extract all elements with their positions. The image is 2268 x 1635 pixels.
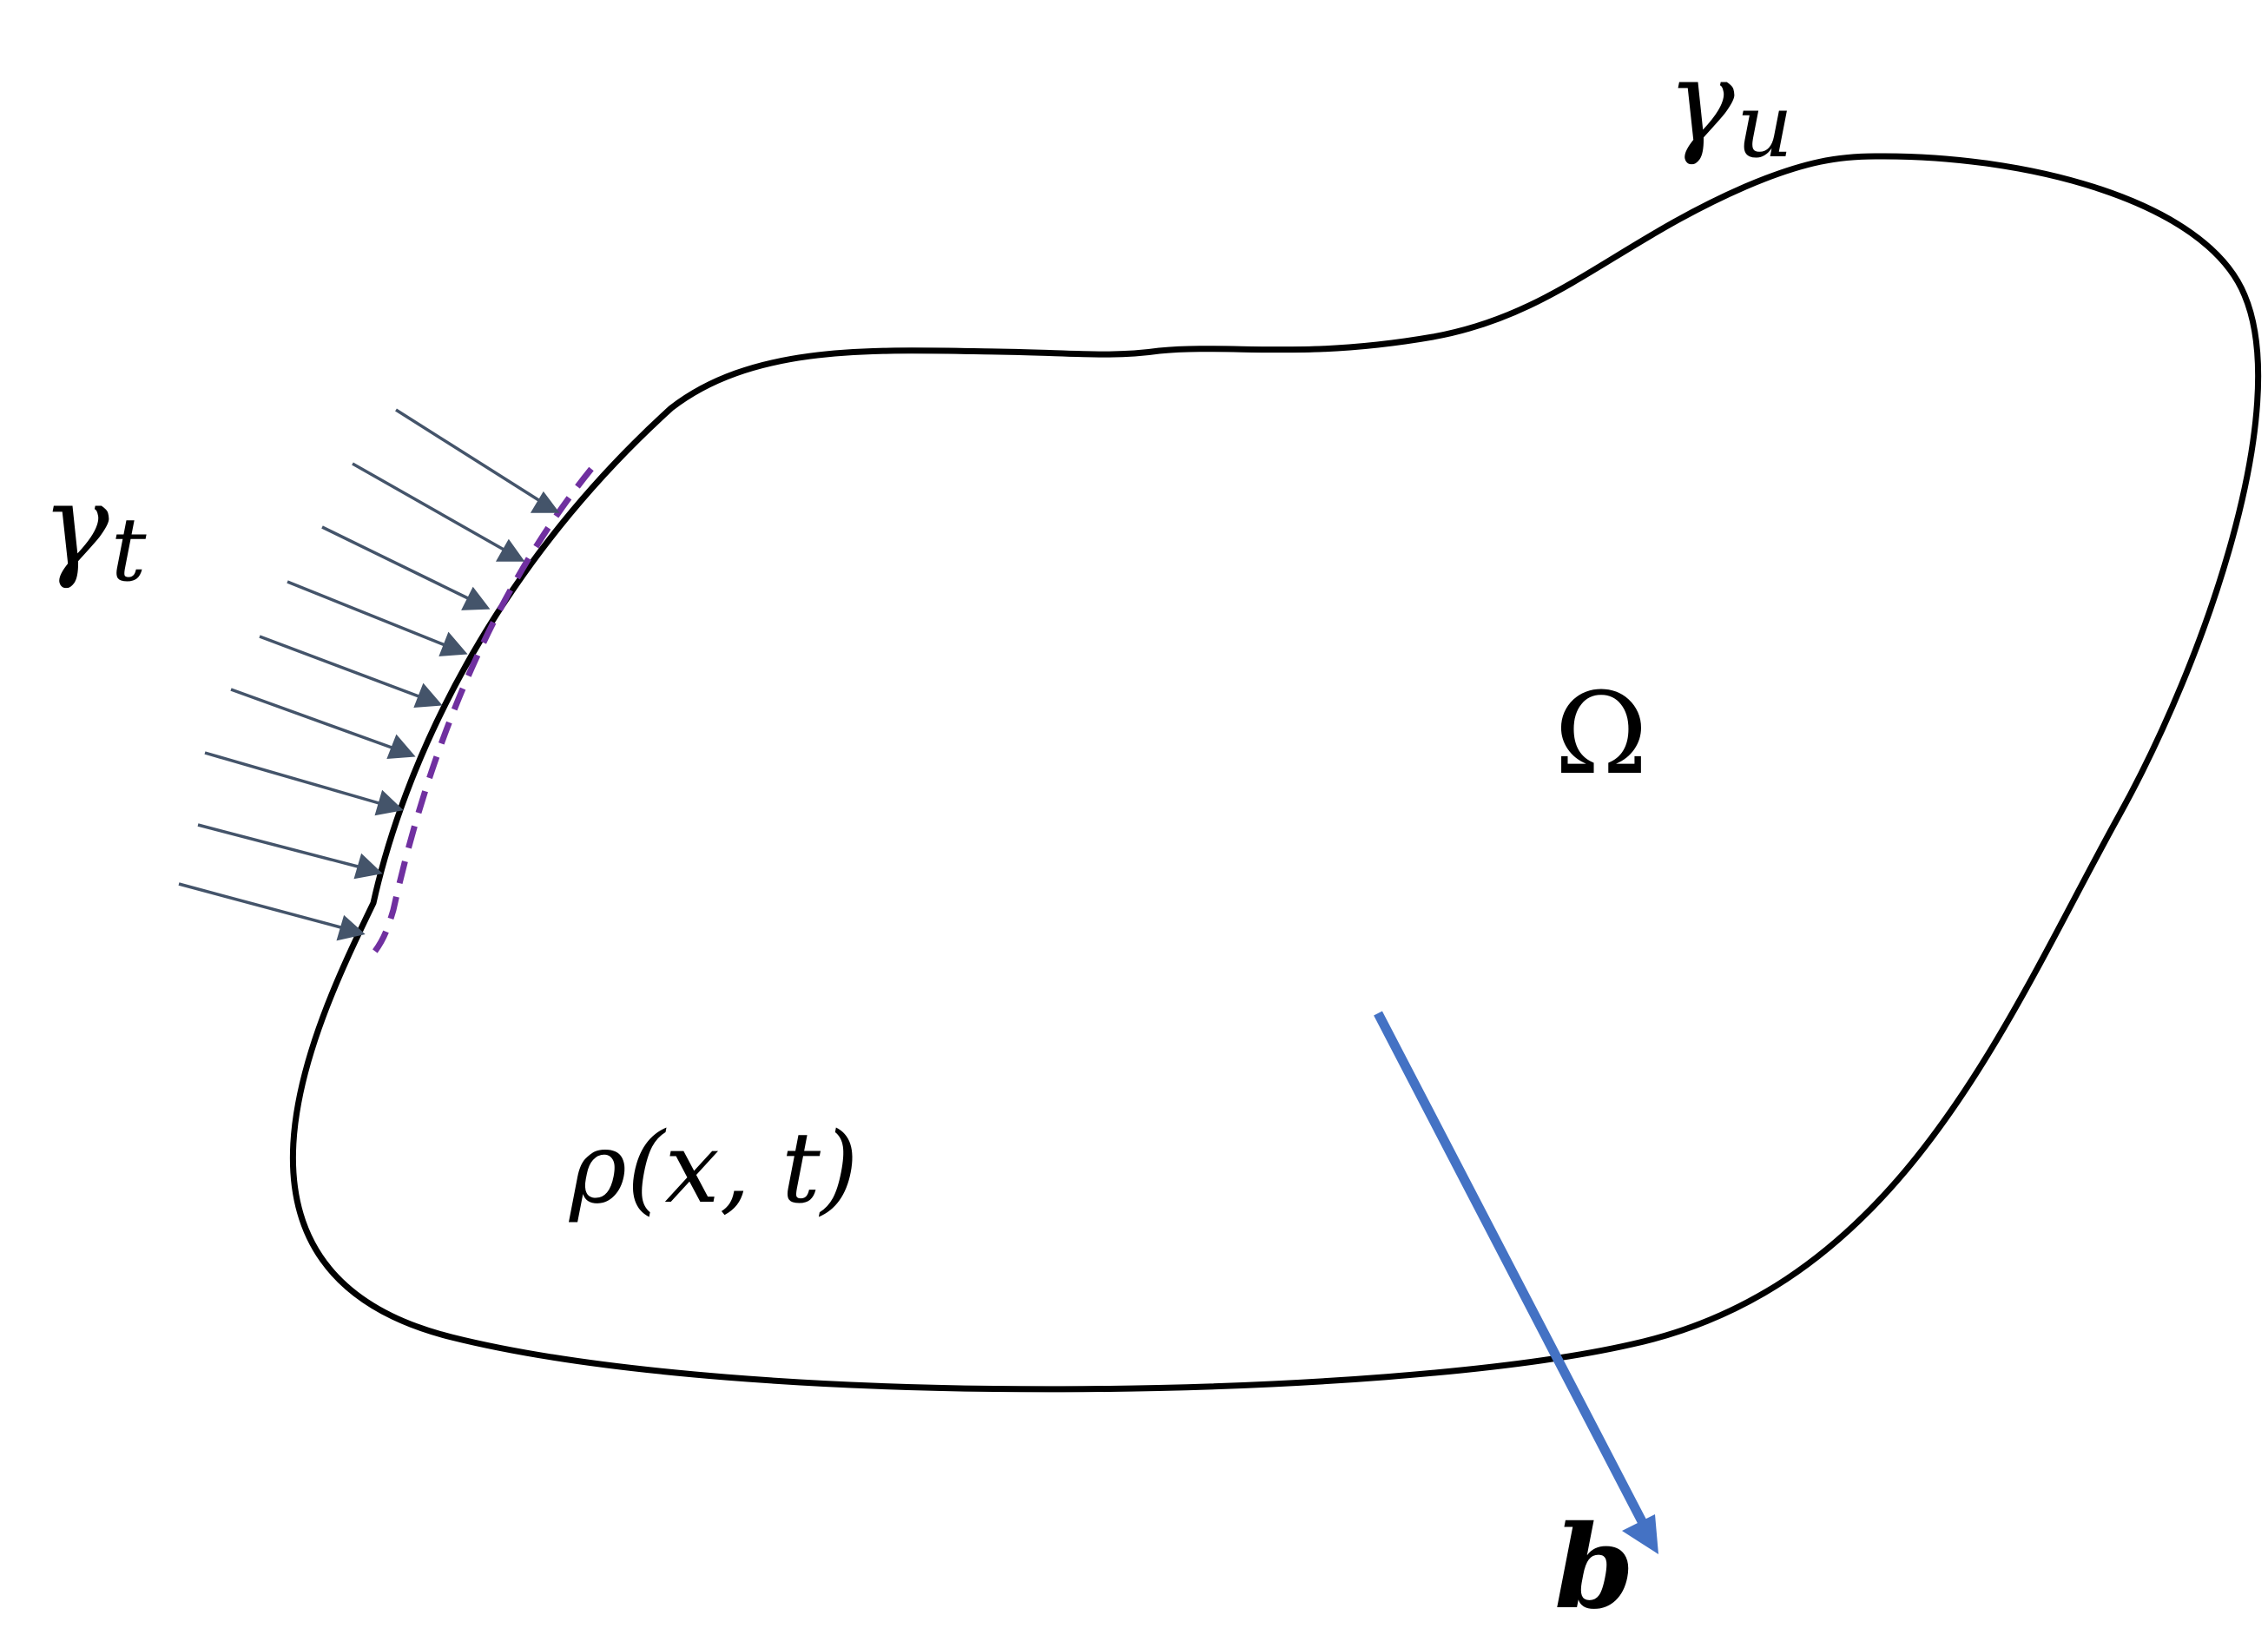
traction-arrow <box>259 635 443 708</box>
label-omega: Ω <box>1554 668 1648 800</box>
traction-arrow <box>230 688 416 759</box>
label-gamma-t-base: γ <box>42 459 109 591</box>
traction-arrow <box>395 408 560 513</box>
label-gamma-u: γu <box>1667 45 1793 170</box>
traction-arrow <box>321 525 491 610</box>
traction-arrow <box>204 751 404 816</box>
traction-arrows <box>178 408 560 941</box>
label-density: ρ(x, t) <box>570 1112 859 1225</box>
traction-arrow <box>287 580 468 656</box>
label-gamma-t: γt <box>42 469 146 594</box>
traction-boundary-dashed <box>371 466 594 956</box>
label-body-force: b <box>1554 1500 1635 1635</box>
traction-arrow <box>178 882 366 941</box>
domain-boundary-outline <box>289 153 2262 1393</box>
label-gamma-t-sub: t <box>110 498 147 602</box>
traction-arrow <box>352 462 525 562</box>
traction-arrow <box>197 823 383 880</box>
body-force-arrow <box>1374 1011 1658 1554</box>
label-gamma-u-base: γ <box>1667 36 1735 168</box>
label-gamma-u-sub: u <box>1736 75 1794 178</box>
